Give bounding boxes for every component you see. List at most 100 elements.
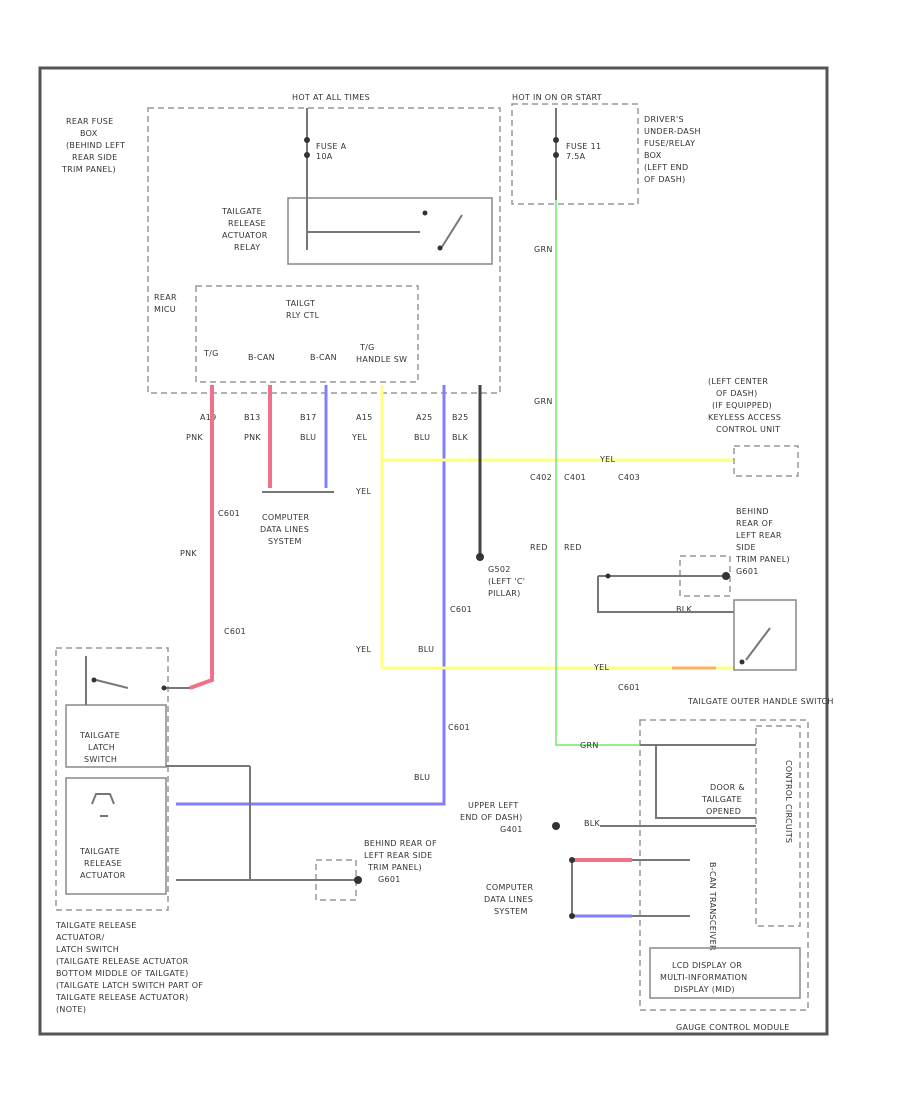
- svg-text:ACTUATOR/: ACTUATOR/: [56, 933, 105, 942]
- relay-box: [287, 197, 493, 265]
- wire-blk-3: BLK: [584, 819, 601, 828]
- svg-text:TAILGATE RELEASE: TAILGATE RELEASE: [55, 921, 137, 930]
- connector-c402: C402: [530, 473, 552, 482]
- pin-id-a15: A15: [356, 413, 373, 422]
- pin-id-b13: B13: [244, 413, 261, 422]
- svg-text:G601: G601: [378, 875, 401, 884]
- svg-text:CONTROL UNIT: CONTROL UNIT: [716, 425, 780, 434]
- keyless-unit-label: (LEFT CENTER OF DASH) (IF EQUIPPED) KEYL…: [708, 377, 781, 434]
- svg-text:PILLAR): PILLAR): [488, 589, 521, 598]
- tailgate-outer-handle-label: TAILGATE OUTER HANDLE SWITCH: [687, 697, 834, 706]
- svg-text:REAR: REAR: [154, 293, 177, 302]
- pin-b-can-1: B-CAN: [248, 353, 275, 362]
- wire-yel-3: YEL: [355, 645, 372, 654]
- tailgate-outer-handle-switch: [733, 599, 797, 671]
- svg-text:MULTI-INFORMATION: MULTI-INFORMATION: [660, 973, 747, 982]
- wire-yel-2: YEL: [355, 487, 372, 496]
- svg-text:TRIM PANEL): TRIM PANEL): [735, 555, 790, 564]
- pin-tg-handle-2: HANDLE SW: [356, 355, 407, 364]
- svg-text:REAR SIDE: REAR SIDE: [72, 153, 118, 162]
- svg-text:UNDER-DASH: UNDER-DASH: [644, 127, 701, 136]
- lcd-display-label: LCD DISPLAY OR MULTI-INFORMATION DISPLAY…: [660, 961, 747, 994]
- blue-wire-handle: [176, 385, 446, 806]
- svg-text:KEYLESS ACCESS: KEYLESS ACCESS: [708, 413, 781, 422]
- gauge-control-module-box: [639, 719, 809, 1011]
- svg-text:LEFT REAR SIDE: LEFT REAR SIDE: [364, 851, 432, 860]
- svg-text:DISPLAY (MID): DISPLAY (MID): [674, 985, 735, 994]
- svg-text:RELAY: RELAY: [234, 243, 261, 252]
- hot-at-all-times-label: HOT AT ALL TIMES: [292, 93, 370, 102]
- svg-text:TAILGATE: TAILGATE: [79, 731, 120, 740]
- tailgate-latch-switch-box: [65, 704, 167, 768]
- connector-c401: C401: [564, 473, 586, 482]
- fuse-b-line1: FUSE 11: [566, 142, 601, 151]
- control-circuits-box: [755, 725, 801, 927]
- connector-c601-b: C601: [224, 627, 246, 636]
- svg-text:LATCH SWITCH: LATCH SWITCH: [56, 945, 119, 954]
- pink-wire-main: [189, 385, 214, 690]
- wire-blu-4: BLU: [414, 773, 430, 782]
- lcd-display-box: [649, 947, 801, 999]
- rear-micu-label: REAR MICU: [154, 293, 177, 314]
- svg-text:REAR FUSE: REAR FUSE: [66, 117, 113, 126]
- svg-text:(LEFT CENTER: (LEFT CENTER: [708, 377, 768, 386]
- svg-text:G601: G601: [736, 567, 759, 576]
- wire-grn-2: GRN: [534, 397, 553, 406]
- wire-red-1: RED: [530, 543, 548, 552]
- svg-text:COMPUTER: COMPUTER: [486, 883, 534, 892]
- pin-id-b17: B17: [300, 413, 317, 422]
- svg-text:BEHIND: BEHIND: [736, 507, 769, 516]
- svg-text:REAR OF: REAR OF: [736, 519, 773, 528]
- rear-fuse-box: [147, 107, 501, 394]
- hot-in-on-label: HOT IN ON OR START: [512, 93, 602, 102]
- g502-label: G502 (LEFT 'C' PILLAR): [488, 565, 525, 598]
- fuse-a-line2: 10A: [316, 152, 333, 161]
- tailgate-latch-switch-label: TAILGATE LATCH SWITCH: [79, 731, 120, 764]
- svg-text:SIDE: SIDE: [736, 543, 756, 552]
- control-circuits-label: CONTROL CIRCUITS: [784, 760, 793, 843]
- svg-text:(TAILGATE RELEASE ACTUATOR: (TAILGATE RELEASE ACTUATOR: [56, 957, 189, 966]
- pin-id-b25: B25: [452, 413, 469, 422]
- wire-grn-3: GRN: [580, 741, 599, 750]
- relay-label: TAILGATE RELEASE ACTUATOR RELAY: [221, 207, 267, 252]
- computer-data-lines-label: COMPUTER DATA LINES SYSTEM: [260, 513, 310, 546]
- svg-text:TAILGATE: TAILGATE: [79, 847, 120, 856]
- svg-text:BOX: BOX: [80, 129, 98, 138]
- green-wire: [555, 200, 640, 746]
- connector-c601-c: C601: [450, 605, 472, 614]
- tailgate-actuator-assembly: [55, 647, 169, 911]
- wire-yel-5: YEL: [593, 663, 610, 672]
- wire-pnk-2: PNK: [244, 433, 261, 442]
- svg-text:LEFT REAR: LEFT REAR: [736, 531, 782, 540]
- svg-text:LCD DISPLAY OR: LCD DISPLAY OR: [672, 961, 742, 970]
- svg-text:LATCH: LATCH: [88, 743, 115, 752]
- door-tailgate-opened-label: DOOR & TAILGATE OPENED: [701, 783, 745, 816]
- wire-blk-1: BLK: [452, 433, 469, 442]
- svg-text:TRIM PANEL): TRIM PANEL): [61, 165, 116, 174]
- svg-text:SWITCH: SWITCH: [84, 755, 117, 764]
- pin-id-a19: A19: [200, 413, 217, 422]
- svg-text:COMPUTER: COMPUTER: [262, 513, 310, 522]
- wire-blk-2: BLK: [676, 605, 693, 614]
- connector-c601-e: C601: [448, 723, 470, 732]
- svg-text:TAILGATE RELEASE ACTUATOR): TAILGATE RELEASE ACTUATOR): [55, 993, 189, 1002]
- svg-text:DATA LINES: DATA LINES: [260, 525, 309, 534]
- pin-id-a25: A25: [416, 413, 433, 422]
- svg-text:OPENED: OPENED: [706, 807, 741, 816]
- wire-pnk-1: PNK: [186, 433, 203, 442]
- svg-text:BOTTOM MIDDLE OF TAILGATE): BOTTOM MIDDLE OF TAILGATE): [56, 969, 189, 978]
- wire-red-2: RED: [564, 543, 582, 552]
- svg-text:OF DASH): OF DASH): [716, 389, 758, 398]
- behind-rear-label: BEHIND REAR OF LEFT REAR SIDE TRIM PANEL…: [735, 507, 790, 576]
- pin-tg-sw: T/G: [203, 349, 219, 358]
- wire-pnk-3: PNK: [180, 549, 197, 558]
- rear-fuse-box-label: REAR FUSE BOX (BEHIND LEFT REAR SIDE TRI…: [61, 117, 125, 174]
- wire-blu-1: BLU: [300, 433, 316, 442]
- svg-text:TAILGT: TAILGT: [285, 299, 315, 308]
- svg-text:MICU: MICU: [154, 305, 176, 314]
- svg-text:TRIM PANEL): TRIM PANEL): [367, 863, 422, 872]
- wire-blu-2: BLU: [414, 433, 430, 442]
- svg-text:RLY CTL: RLY CTL: [286, 311, 320, 320]
- fuse-b-line2: 7.5A: [566, 152, 586, 161]
- svg-text:DRIVER'S: DRIVER'S: [644, 115, 684, 124]
